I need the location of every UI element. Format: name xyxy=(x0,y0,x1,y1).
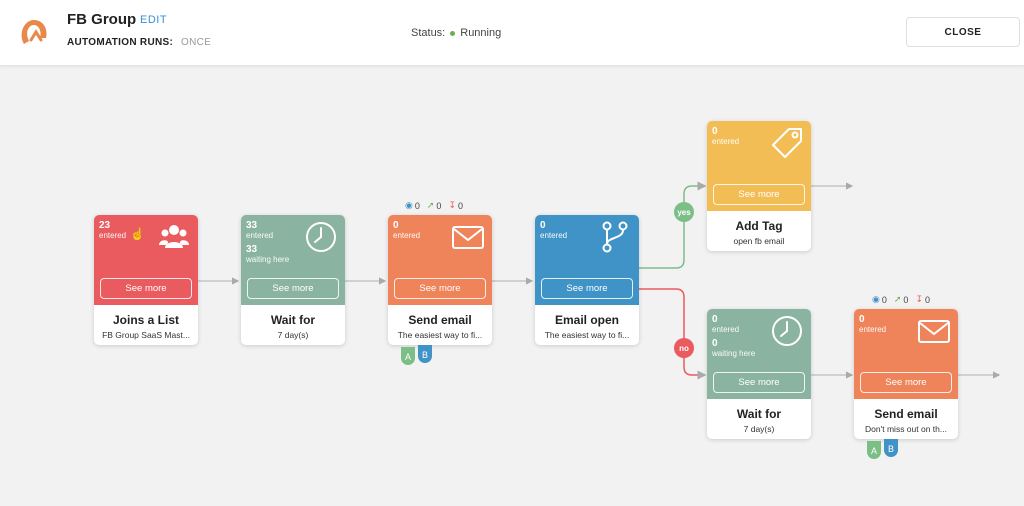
status-dot-icon xyxy=(450,30,456,36)
yes-branch-badge: yes xyxy=(674,202,694,222)
node-title: Email open xyxy=(554,313,619,327)
node-subtitle: FB Group SaaS Mast... xyxy=(102,330,190,340)
see-more-button[interactable]: See more xyxy=(394,278,486,299)
pointer-icon: ➚ xyxy=(893,294,902,304)
entered-label: entered xyxy=(540,231,568,240)
clock-icon xyxy=(772,316,802,346)
see-more-button[interactable]: See more xyxy=(541,278,633,299)
node-subtitle: Don't miss out on th... xyxy=(865,424,947,434)
clock-icon xyxy=(306,222,336,252)
entered-count: 0 xyxy=(712,126,718,137)
eye-icon: ◉ xyxy=(872,294,880,304)
users-icon xyxy=(159,225,189,248)
email-metrics-2: ◉0 ➚0 ↧0 xyxy=(872,294,930,305)
node-title: Send email xyxy=(874,407,938,421)
entered-count: 23 xyxy=(99,220,111,231)
node-subtitle: The easiest way to fi... xyxy=(397,330,483,340)
waiting-label: waiting here xyxy=(246,255,290,264)
node-add-tag[interactable]: 0 entered See more Add Tag open fb email xyxy=(707,121,811,251)
entered-count: 0 xyxy=(712,314,718,325)
node-joins-list[interactable]: 23 entered See more Joins a List FB Grou… xyxy=(94,215,198,345)
clicks-count: 0 xyxy=(903,294,909,305)
edit-title-link[interactable]: EDIT xyxy=(140,14,168,26)
entered-label: entered xyxy=(712,137,740,146)
node-wait-for-2[interactable]: 0 entered 0 waiting here See more Wait f… xyxy=(707,309,811,439)
eye-icon: ◉ xyxy=(405,200,413,210)
see-more-button[interactable]: See more xyxy=(247,278,339,299)
see-more-button[interactable]: See more xyxy=(713,184,805,205)
unsubs-count: 0 xyxy=(924,294,930,305)
status-label: Status: xyxy=(411,27,446,39)
see-more-button[interactable]: See more xyxy=(713,372,805,393)
entered-label: entered xyxy=(99,231,127,240)
node-subtitle: 7 day(s) xyxy=(743,424,775,434)
entered-label: entered xyxy=(859,325,887,334)
no-branch-badge: no xyxy=(674,338,694,358)
envelope-icon xyxy=(452,226,484,249)
close-button[interactable]: CLOSE xyxy=(906,17,1020,47)
node-title: Send email xyxy=(408,313,472,327)
entered-count: 33 xyxy=(246,220,258,231)
entered-label: entered xyxy=(393,231,421,240)
node-subtitle: open fb email xyxy=(733,236,785,246)
opens-count: 0 xyxy=(881,294,887,305)
opens-count: 0 xyxy=(414,200,420,211)
variant-b-tag[interactable]: B xyxy=(884,439,898,457)
branch-icon xyxy=(602,221,628,253)
unsubs-count: 0 xyxy=(457,200,463,211)
node-email-open[interactable]: 0 entered See more Email open The easies… xyxy=(535,215,639,345)
node-title: Wait for xyxy=(736,407,782,421)
pointer-icon: ➚ xyxy=(426,200,435,210)
email-metrics: ◉0 ➚0 ↧0 xyxy=(405,200,463,211)
variant-b-tag[interactable]: B xyxy=(418,345,432,363)
node-subtitle: 7 day(s) xyxy=(277,330,309,340)
envelope-icon xyxy=(918,320,950,343)
node-subtitle: The easiest way to fi... xyxy=(544,330,630,340)
see-more-button[interactable]: See more xyxy=(100,278,192,299)
entered-count: 0 xyxy=(540,220,546,231)
node-send-email-2[interactable]: 0 entered See more Send email Don't miss… xyxy=(854,309,958,439)
waiting-count: 0 xyxy=(712,338,718,349)
node-title: Wait for xyxy=(270,313,316,327)
see-more-button[interactable]: See more xyxy=(860,372,952,393)
variant-a-tag[interactable]: A xyxy=(867,441,881,459)
node-wait-for[interactable]: 33 entered 33 waiting here See more Wait… xyxy=(241,215,345,345)
automation-runs-value[interactable]: ONCE xyxy=(181,37,212,48)
waiting-count: 33 xyxy=(246,244,258,255)
waiting-label: waiting here xyxy=(712,349,756,358)
node-send-email[interactable]: 0 entered See more Send email The easies… xyxy=(388,215,492,345)
automation-runs-label: AUTOMATION RUNS: xyxy=(67,37,174,48)
entered-label: entered xyxy=(712,325,740,334)
entered-count: 0 xyxy=(859,314,865,325)
automation-header: FB Group EDIT AUTOMATION RUNS: ONCE Stat… xyxy=(0,0,1024,66)
unsubscribe-icon: ↧ xyxy=(448,200,456,210)
clicks-count: 0 xyxy=(436,200,442,211)
app-logo-icon xyxy=(21,20,47,44)
unsubscribe-icon: ↧ xyxy=(915,294,923,304)
node-title: Add Tag xyxy=(735,219,783,233)
status-indicator: Status: Running xyxy=(411,27,501,39)
node-title: Joins a List xyxy=(112,313,180,327)
entered-label: entered xyxy=(246,231,274,240)
variant-a-tag[interactable]: A xyxy=(401,347,415,365)
entered-count: 0 xyxy=(393,220,399,231)
hand-cursor-icon: ☝ xyxy=(130,227,145,241)
status-value: Running xyxy=(460,27,502,39)
automation-title: FB Group xyxy=(67,11,137,28)
tag-icon xyxy=(772,128,802,158)
